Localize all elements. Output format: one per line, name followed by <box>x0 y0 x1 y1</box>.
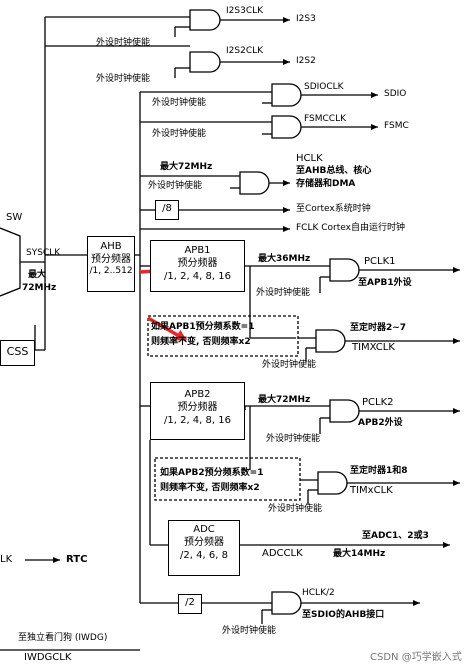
pclk1-label: PCLK1 <box>364 256 396 267</box>
ahb-title: AHB <box>100 241 122 252</box>
pclk2-desc: APB2外设 <box>358 418 403 428</box>
sw-label: SW <box>6 212 23 223</box>
sdio-ahb-and-gate <box>271 591 302 615</box>
fsmcclk-label: FSMCCLK <box>304 114 346 124</box>
apb1-subtitle: 预分频器 <box>177 258 218 269</box>
red-arrow-timer <box>147 316 187 342</box>
timer-1-8-label: 至定时器1和8 <box>350 466 408 476</box>
apb2-timer-mult-box <box>154 457 301 501</box>
timxclk-label: TIMXCLK <box>352 342 395 353</box>
csdn-watermark: CSDN @巧学嵌入式 <box>370 652 462 663</box>
max72-sys-line1: 最大 <box>28 270 47 280</box>
apb1-timer-text1: 如果APB1预分频系数=1 <box>151 322 255 332</box>
apb1-range: /1, 2, 4, 8, 16 <box>164 271 231 282</box>
iwdgclk-label: IWDGCLK <box>24 652 72 663</box>
fsmc-label: FSMC <box>384 121 409 131</box>
pclk1-and-gate <box>329 258 360 282</box>
pclk1-desc: 至APB1外设 <box>358 278 412 288</box>
i2s3-and-gate <box>189 9 221 31</box>
apb1-prescaler-box <box>150 240 245 292</box>
css-box <box>0 340 35 366</box>
max14-label: 最大14MHz <box>333 549 386 559</box>
apb1-title: APB1 <box>184 245 211 256</box>
ahb-prescaler-box <box>87 236 135 292</box>
sdio-and-gate <box>271 83 302 107</box>
apb2-timer-text1: 如果APB2预分频系数=1 <box>160 468 264 478</box>
adc-range: /2, 4, 6, 8 <box>180 550 228 561</box>
pclk1-enable-label: 外设时钟使能 <box>256 288 311 298</box>
i2s2-label: I2S2 <box>296 56 316 66</box>
pclk2-and-gate <box>329 399 360 423</box>
timxclk-enable-label: 外设时钟使能 <box>262 360 317 370</box>
apb2-title: APB2 <box>184 389 211 400</box>
timxclk-and-gate <box>315 329 346 353</box>
div2-label: /2 <box>185 597 195 608</box>
hclk-desc-line2: 存储器和DMA <box>296 179 356 189</box>
sdio-ahb-enable-label: 外设时钟使能 <box>222 626 277 636</box>
sw-mux <box>0 227 21 297</box>
i2s3-label: I2S3 <box>296 14 316 24</box>
sysclk-label: SYSCLK <box>26 248 61 258</box>
max72-sys-line2: 72MHz <box>22 283 57 293</box>
adc-dest-label: 至ADC1、2或3 <box>362 531 429 541</box>
fclk-label: FCLK Cortex自由运行时钟 <box>296 223 405 233</box>
sdio-enable-label: 外设时钟使能 <box>152 98 207 108</box>
pclk2-enable-label: 外设时钟使能 <box>266 434 321 444</box>
i2s2clk-label: I2S2CLK <box>226 46 264 56</box>
lk-label: LK <box>0 554 13 565</box>
timxclk2-and-gate <box>317 471 348 495</box>
apb2-range: /1, 2, 4, 8, 16 <box>164 415 231 426</box>
to-cortex-label: 至Cortex系统时钟 <box>296 204 371 214</box>
pclk2-label: PCLK2 <box>362 397 394 408</box>
timxclk2-label: TIMxCLK <box>350 485 393 496</box>
sdioclk-label: SDIOCLK <box>304 82 344 92</box>
adcclk-label: ADCCLK <box>262 548 303 559</box>
hclk2-label: HCLK/2 <box>302 588 335 598</box>
apb2-subtitle: 预分频器 <box>177 402 218 413</box>
timxclk2-enable-label: 外设时钟使能 <box>268 504 323 514</box>
i2s2-enable-label: 外设时钟使能 <box>96 74 151 84</box>
max36-label: 最大36MHz <box>258 254 311 264</box>
sdio-label: SDIO <box>384 89 407 99</box>
div2-box <box>178 594 202 614</box>
fsmc-and-gate <box>271 115 302 139</box>
css-label: CSS <box>6 345 29 358</box>
ahb-subtitle: 预分频器 <box>91 254 131 265</box>
adc-title: ADC <box>193 524 215 535</box>
apb2-timer-text2: 则频率不变, 否则频率x2 <box>160 483 260 493</box>
i2s2-and-gate <box>189 51 221 73</box>
div8-box <box>155 200 179 220</box>
hclk-label: HCLK <box>296 153 323 164</box>
adc-subtitle: 预分频器 <box>184 537 224 548</box>
hclk-and-gate <box>239 171 270 195</box>
iwdg-desc-label: 至独立看门狗 (IWDG) <box>18 633 108 643</box>
apb2-prescaler-box <box>150 382 245 440</box>
i2s3clk-label: I2S3CLK <box>226 6 264 16</box>
apb1-timer-text2: 则频率不变, 否则频率x2 <box>151 337 251 347</box>
i2s3-enable-label: 外设时钟使能 <box>96 38 151 48</box>
timer-2-7-label: 至定时器2~7 <box>350 323 407 333</box>
max72-apb2-label: 最大72MHz <box>258 395 311 405</box>
hclk-desc-line1: 至AHB总线、核心 <box>296 166 372 176</box>
hclk-enable-label: 外设时钟使能 <box>148 181 203 191</box>
ahb-range: /1, 2..512 <box>89 266 133 276</box>
apb1-timer-mult-box <box>147 315 299 357</box>
adc-prescaler-box <box>168 520 240 576</box>
fsmc-enable-label: 外设时钟使能 <box>152 129 207 139</box>
rtc-label: RTC <box>66 554 88 565</box>
max72-top-label: 最大72MHz <box>160 162 213 172</box>
div8-label: /8 <box>162 203 172 214</box>
sdio-ahb-label: 至SDIO的AHB接口 <box>302 610 385 620</box>
